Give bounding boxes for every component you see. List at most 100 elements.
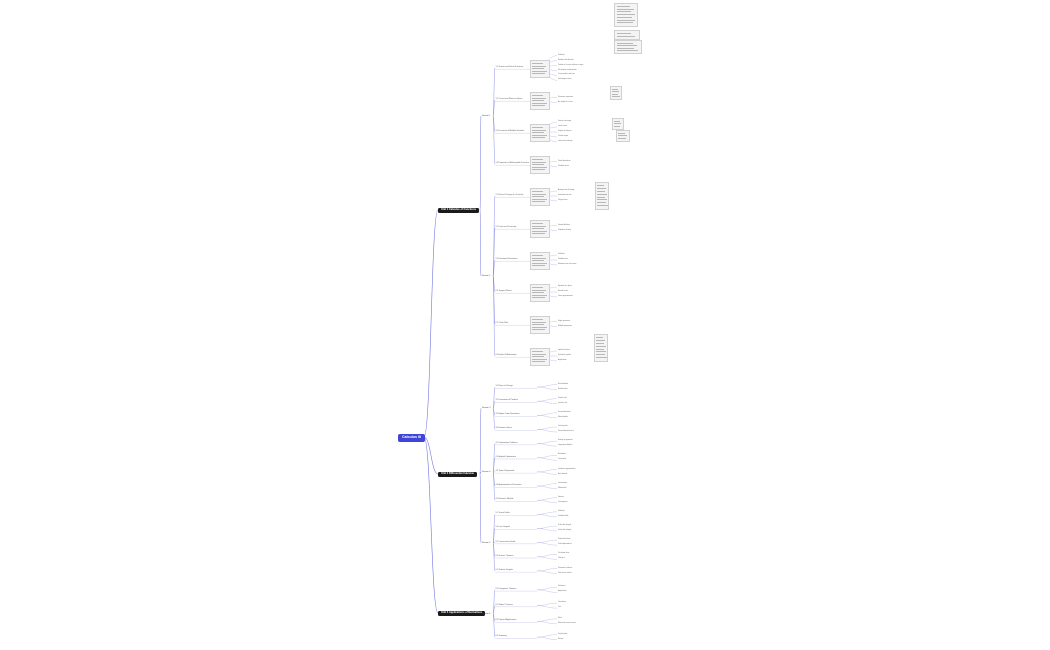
leaf-node[interactable]: Definition [558, 510, 565, 512]
topic-node[interactable]: 2.4 Tangent Planes [495, 289, 512, 292]
leaf-node[interactable]: Key formulas [558, 633, 568, 635]
topic-node[interactable]: 3.3 Higher Order Derivatives [495, 413, 520, 416]
leaf-node[interactable]: Flux form [558, 558, 565, 560]
topic-node[interactable]: 2.3 Directional Derivatives [495, 257, 518, 260]
topic-node[interactable]: 3.1 Rates of Change [495, 384, 513, 387]
leaf-node[interactable]: Quotient rule [558, 402, 568, 404]
leaf-node[interactable]: Setting up equations [558, 440, 573, 442]
leaf-node[interactable]: Boundaries [558, 454, 567, 456]
leaf-node[interactable]: Implicit functions [558, 350, 570, 352]
topic-node[interactable]: 1.3 Functions of Multiple Variables [495, 129, 525, 132]
topic-node[interactable]: 1.1 Vectors and Vector Functions [495, 65, 524, 68]
leaf-node[interactable]: Level curves [558, 126, 567, 128]
leaf-node[interactable]: Derivative formula [558, 355, 571, 357]
leaf-node[interactable]: Multiple parameters [558, 325, 572, 327]
leaf-node[interactable]: Graphs of surfaces [558, 131, 572, 133]
leaf-node[interactable]: Constraints [558, 459, 567, 461]
topic-node[interactable]: 2.6 Implicit Differentiation [495, 353, 517, 356]
leaf-node[interactable]: Second derivative [558, 411, 571, 413]
leaf-node[interactable]: Unit tangent vector [558, 79, 572, 81]
topic-node[interactable]: 6.3 Physical Applications [495, 619, 517, 622]
leaf-node[interactable]: Notation and direction [558, 59, 574, 61]
leaf-node[interactable]: Cross product and area [558, 74, 575, 76]
leaf-node[interactable]: Vector line integral [558, 530, 572, 532]
section-node[interactable]: Section 1 [482, 115, 491, 117]
leaf-node[interactable]: Applications [558, 360, 567, 362]
section-node[interactable]: Section 4 [482, 470, 491, 473]
leaf-node[interactable]: Convergence [558, 501, 568, 503]
leaf-node[interactable]: Mass and center of mass [558, 622, 576, 624]
leaf-node[interactable]: Work [558, 617, 562, 619]
section-node[interactable]: Section 3 [482, 407, 491, 410]
leaf-node[interactable]: Second derivative test [558, 431, 574, 433]
leaf-node[interactable]: Definition [558, 254, 565, 256]
leaf-node[interactable]: Gradient form [558, 259, 568, 261]
leaf-node[interactable]: Single parameter [558, 320, 571, 322]
leaf-node[interactable]: Domain and range [558, 121, 572, 123]
leaf-node[interactable]: Contour maps [558, 136, 569, 138]
topic-node[interactable]: 2.2 Limits and Continuity [495, 225, 517, 228]
leaf-node[interactable]: Potential function [558, 539, 571, 541]
leaf-node[interactable]: Formal definition [558, 224, 570, 226]
leaf-node[interactable]: Applications [558, 591, 567, 593]
topic-node[interactable]: 4.3 Taylor Polynomials [495, 469, 515, 472]
topic-node[interactable]: 4.2 Applied Optimization [495, 455, 516, 458]
leaf-node[interactable]: Product rule [558, 397, 567, 399]
unit-node[interactable]: Unit 2 Differential Calculus [438, 471, 478, 478]
leaf-node[interactable]: Parametric surfaces [558, 567, 573, 569]
leaf-node[interactable]: Review [558, 638, 564, 640]
section-node[interactable]: Section 5 [482, 541, 491, 544]
leaf-node[interactable]: Partial derivatives [558, 160, 571, 162]
topic-node[interactable]: 4.4 Approximation of Functions [495, 483, 522, 486]
topic-node[interactable]: 5.4 Green's Theorem [495, 554, 514, 557]
leaf-node[interactable]: Circulation form [558, 553, 570, 555]
leaf-node[interactable]: Flux across surface [558, 572, 572, 574]
topic-node[interactable]: 4.5 Newton's Method [495, 498, 514, 501]
leaf-node[interactable]: Linearization [558, 482, 568, 484]
leaf-node[interactable]: Dot product and projection [558, 69, 577, 71]
topic-node[interactable]: 6.1 Divergence Theorem [495, 587, 517, 590]
leaf-node[interactable]: Limits and continuity [558, 141, 573, 143]
topic-node[interactable]: 5.2 Line Integrals [495, 526, 511, 529]
topic-node[interactable]: 6.2 Stokes' Theorem [495, 603, 513, 606]
topic-node[interactable]: 2.5 Chain Rule [495, 321, 509, 324]
leaf-node[interactable]: Gradient fields [558, 515, 569, 517]
leaf-node[interactable]: Linear approximation [558, 296, 573, 298]
leaf-node[interactable]: Position of a vector relative to origin [558, 64, 584, 66]
topic-node[interactable]: 3.4 Extreme Values [495, 427, 512, 430]
leaf-node[interactable]: Rate definition [558, 383, 569, 385]
leaf-node[interactable]: Curl [558, 607, 561, 609]
topic-node[interactable]: 1.4 Properties of Multivariable Function… [495, 161, 530, 164]
leaf-node[interactable]: Definition [558, 54, 565, 56]
unit-node[interactable]: Unit 1 Calculus of Functions [438, 207, 480, 214]
leaf-node[interactable]: Equation of a plane [558, 286, 572, 288]
leaf-node[interactable]: Lagrange multipliers [558, 445, 573, 447]
leaf-node[interactable]: Statement [558, 586, 566, 588]
topic-node[interactable]: 2.1 Rate of Change of a Function [495, 193, 524, 196]
leaf-node[interactable]: Arc length of a curve [558, 101, 573, 103]
topic-node[interactable]: 5.3 Conservative Fields [495, 540, 516, 543]
leaf-node[interactable]: Instantaneous rate [558, 195, 572, 197]
topic-node[interactable]: 1.2 Curves and Planes in Space [495, 97, 523, 100]
topic-node[interactable]: 4.1 Optimization Problems [495, 441, 518, 444]
leaf-node[interactable]: Related rates [558, 388, 568, 390]
section-node[interactable]: Section 6 [482, 612, 491, 615]
section-node[interactable]: Section 2 [482, 275, 491, 277]
leaf-node[interactable]: Parametric equations [558, 96, 574, 98]
leaf-node[interactable]: Tangent lines [558, 200, 568, 202]
leaf-node[interactable]: Gradient vector [558, 165, 569, 167]
leaf-node[interactable]: Maximum rate of increase [558, 264, 577, 266]
leaf-node[interactable]: Error bounds [558, 473, 568, 475]
leaf-node[interactable]: Scalar line integral [558, 525, 572, 527]
leaf-node[interactable]: Orientation [558, 602, 566, 604]
leaf-node[interactable]: Average rate of change [558, 190, 575, 192]
root-node[interactable]: Calculus III [398, 434, 425, 442]
leaf-node[interactable]: Path independence [558, 544, 572, 546]
unit-node[interactable]: Unit 3 Applications of Derivatives [438, 610, 486, 617]
leaf-node[interactable]: Critical points [558, 426, 568, 428]
topic-node[interactable]: 6.4 Summary [495, 635, 507, 638]
leaf-node[interactable]: Normal vector [558, 291, 568, 293]
topic-node[interactable]: 3.2 Derivatives of Products [495, 399, 519, 402]
leaf-node[interactable]: Properties of limits [558, 229, 572, 231]
topic-node[interactable]: 5.5 Surface Integrals [495, 568, 513, 571]
